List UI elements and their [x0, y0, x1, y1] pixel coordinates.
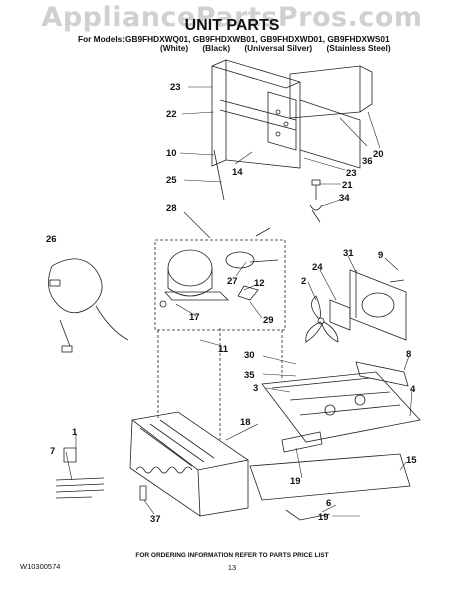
callout: 8: [406, 349, 411, 360]
callout: 9: [378, 250, 383, 261]
guide-lines: [157, 328, 283, 440]
callout: 27: [227, 276, 238, 287]
callout: 25: [166, 175, 177, 186]
callout: 20: [373, 149, 384, 160]
base-plate-drawing: [261, 371, 421, 443]
drain-pan-drawing: [129, 411, 250, 517]
models-line: For Models:GB9FHDXWQ01, GB9FHDXWB01, GB9…: [78, 34, 390, 44]
screw-21-drawing: [309, 179, 323, 223]
callout: 7: [50, 446, 55, 457]
compressor-drawing: [159, 227, 279, 308]
callout: 35: [244, 370, 255, 381]
tray-15-drawing: [249, 453, 411, 501]
fan-blade-drawing: [305, 295, 339, 343]
model-variants: (White) (Black) (Universal Silver) (Stai…: [160, 43, 403, 53]
motor-24-drawing: [329, 299, 351, 331]
callout: 6: [326, 498, 331, 509]
callout: 12: [254, 278, 265, 289]
callout: 21: [342, 180, 353, 191]
rod-10-drawing: [213, 149, 225, 201]
callout: 24: [312, 262, 323, 273]
bracket-19-drawing: [281, 431, 323, 453]
callout: 3: [253, 383, 258, 394]
callout: 26: [46, 234, 57, 245]
callout: 19: [318, 512, 329, 523]
page-title: UNIT PARTS: [184, 17, 280, 34]
small-parts-1-7-drawing: [55, 447, 105, 499]
screw-37-drawing: [139, 485, 147, 501]
callout: 23: [170, 82, 181, 93]
callout: 36: [362, 156, 373, 167]
variant-black: (Black): [202, 43, 231, 53]
wiring-harness-drawing: [48, 258, 129, 353]
callout: 19: [290, 476, 301, 487]
document-code: W10300574: [20, 562, 61, 571]
page-number: 13: [227, 563, 237, 572]
condenser-bracket-drawing: [211, 59, 361, 169]
callout: 15: [406, 455, 417, 466]
callout: 37: [150, 514, 161, 525]
callout: 14: [232, 167, 243, 178]
callout: 29: [263, 315, 274, 326]
callout: 11: [218, 344, 229, 355]
bracket-36-20-drawing: [289, 65, 373, 119]
wire-6-drawing: [285, 509, 331, 521]
callout: 1: [72, 427, 78, 438]
callout: 28: [166, 203, 177, 214]
watermark: AppliancePartsPros.com: [41, 2, 423, 33]
callout: 23: [346, 168, 357, 179]
callout: 22: [166, 109, 177, 120]
callout: 2: [301, 276, 306, 287]
callout: 10: [166, 148, 177, 159]
callout: 30: [244, 350, 255, 361]
callout: 18: [240, 417, 251, 428]
variant-white: (White): [160, 43, 189, 53]
ordering-info: FOR ORDERING INFORMATION REFER TO PARTS …: [135, 552, 329, 559]
fan-shroud-drawing: [349, 269, 407, 341]
leader-lines: [65, 86, 413, 517]
variant-stainless-steel: (Stainless Steel): [326, 43, 391, 53]
callout: 4: [410, 384, 416, 395]
bracket-8-drawing: [355, 361, 409, 387]
callout: 34: [339, 193, 350, 204]
variant-universal-silver: (Universal Silver): [244, 43, 313, 53]
callout-numbers: 23 22 10 25 28 26 14 36 20 23 21 34 31 9…: [46, 82, 417, 525]
callout: 17: [189, 312, 200, 323]
callout: 31: [343, 248, 354, 259]
